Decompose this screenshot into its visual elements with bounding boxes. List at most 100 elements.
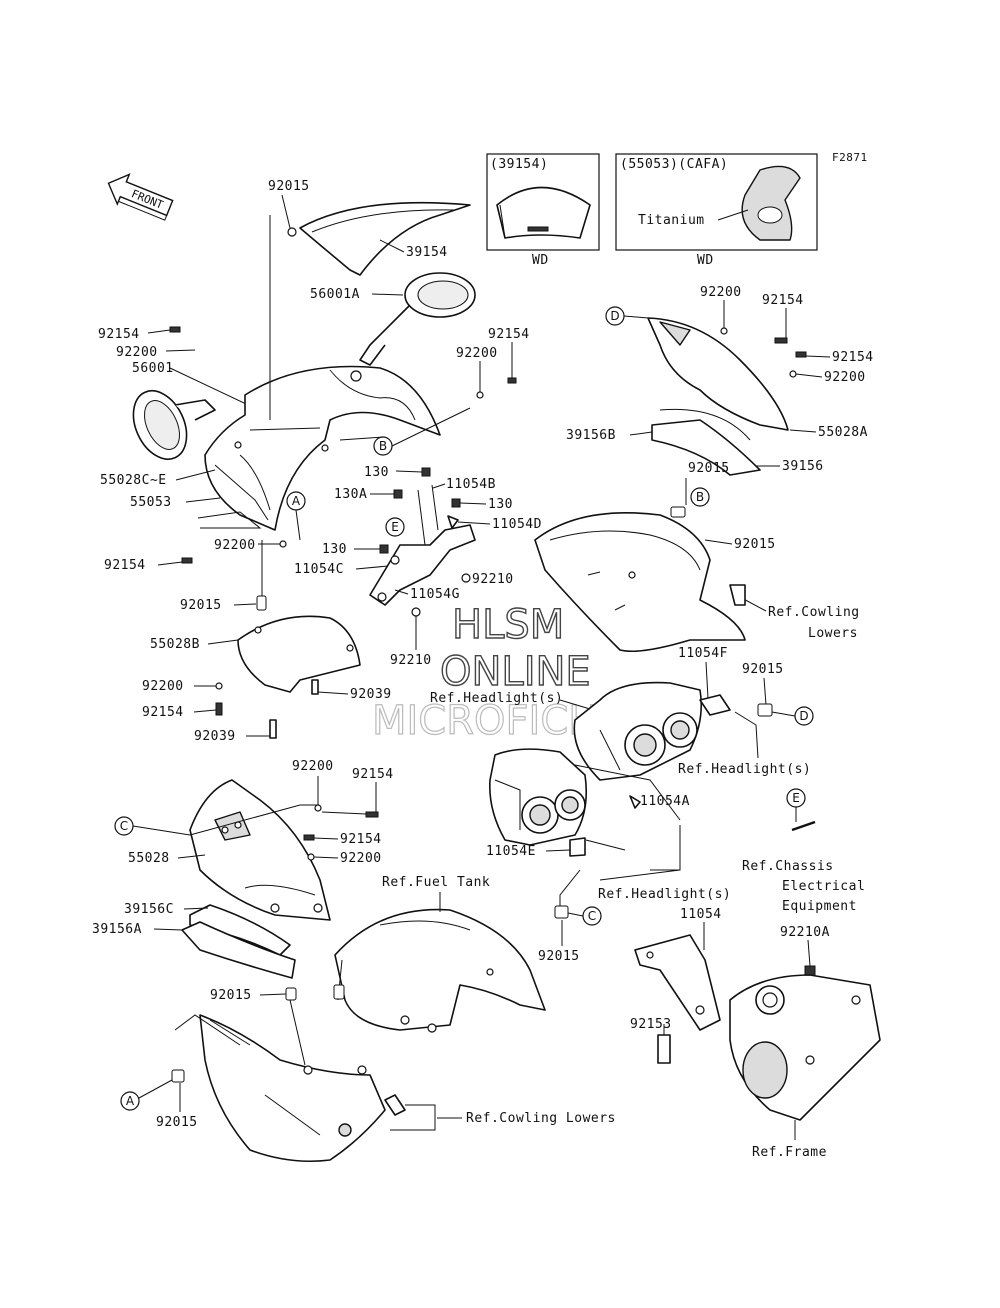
label-92153: 92153 bbox=[630, 1017, 672, 1032]
label-39154: 39154 bbox=[406, 245, 448, 260]
ref-headlight-1: Ref.Headlight(s) bbox=[430, 691, 563, 706]
inset-cowl-box: (55053)(CAFA) Titanium WD bbox=[615, 153, 818, 268]
callout-b-upper-text: B bbox=[379, 439, 387, 453]
label-92015-c: 92015 bbox=[538, 949, 580, 964]
mirror-56001 bbox=[132, 390, 216, 460]
label-39156a: 39156A bbox=[92, 922, 142, 937]
label-92015-b2: 92015 bbox=[156, 1115, 198, 1130]
label-92154-r1: 92154 bbox=[762, 293, 804, 308]
label-11054b: 11054B bbox=[446, 477, 496, 492]
label-11054f: 11054F bbox=[678, 646, 728, 661]
side-fairing-lower-left bbox=[199, 1014, 386, 1163]
headlight-unit-lower bbox=[488, 748, 588, 846]
ref-chassis-2: Electrical bbox=[782, 879, 865, 894]
inset-cowl-title: (55053)(CAFA) bbox=[620, 157, 728, 172]
label-92015-l: 92015 bbox=[180, 598, 222, 613]
watermark-line2: ONLINE bbox=[440, 649, 591, 695]
headlight-unit-upper bbox=[573, 681, 703, 781]
label-11054c: 11054C bbox=[294, 562, 344, 577]
callout-c-middle-text: C bbox=[588, 909, 596, 923]
label-92039-b: 92039 bbox=[194, 729, 236, 744]
label-92154-b1: 92154 bbox=[352, 767, 394, 782]
callout-b-right bbox=[690, 487, 710, 507]
ref-cowling-lowers-1b: Lowers bbox=[808, 626, 858, 641]
label-56001a: 56001A bbox=[310, 287, 360, 302]
label-39156: 39156 bbox=[782, 459, 824, 474]
label-92200-l1: 92200 bbox=[116, 345, 158, 360]
callout-c-left-text: C bbox=[120, 819, 128, 833]
label-92200-l3: 92200 bbox=[142, 679, 184, 694]
mirror-56001a bbox=[359, 272, 476, 366]
label-92200-c1: 92200 bbox=[456, 346, 498, 361]
callout-a-lower bbox=[120, 1091, 140, 1111]
label-56001: 56001 bbox=[132, 361, 174, 376]
label-92154-c1: 92154 bbox=[488, 327, 530, 342]
label-92154-l3: 92154 bbox=[142, 705, 184, 720]
bracket-11054 bbox=[634, 934, 721, 1031]
callout-d-upper-text: D bbox=[610, 309, 619, 323]
panel-39156a bbox=[181, 921, 296, 979]
fuel-tank-cover bbox=[334, 908, 546, 1033]
ref-chassis-3: Equipment bbox=[782, 899, 857, 914]
ref-cowling-lowers-2: Ref.Cowling Lowers bbox=[466, 1111, 616, 1126]
inner-panel-55028b bbox=[237, 615, 361, 693]
label-92015-b1: 92015 bbox=[210, 988, 252, 1003]
ref-fuel-tank: Ref.Fuel Tank bbox=[382, 875, 490, 890]
front-arrow-icon: FRONT bbox=[107, 173, 174, 221]
frame-section bbox=[729, 974, 881, 1121]
callout-d-right-text: D bbox=[799, 709, 808, 723]
label-55028b: 55028B bbox=[150, 637, 200, 652]
callout-a-lower-text: A bbox=[126, 1094, 135, 1108]
label-92154-b2: 92154 bbox=[340, 832, 382, 847]
label-92039-a: 92039 bbox=[350, 687, 392, 702]
label-130a: 130A bbox=[334, 487, 367, 502]
label-11054a: 11054A bbox=[640, 794, 690, 809]
label-92154-l1: 92154 bbox=[98, 327, 140, 342]
callout-e-right-text: E bbox=[792, 791, 800, 805]
callout-b-right-text: B bbox=[696, 490, 704, 504]
label-55028: 55028 bbox=[128, 851, 170, 866]
side-fairing-right bbox=[534, 512, 746, 653]
label-39156c: 39156C bbox=[124, 902, 174, 917]
ref-headlight-2: Ref.Headlight(s) bbox=[678, 762, 811, 777]
inset-cowl-label: Titanium bbox=[638, 213, 705, 228]
label-92015-top: 92015 bbox=[268, 179, 310, 194]
callout-e-left bbox=[385, 517, 405, 537]
label-130-a: 130 bbox=[364, 465, 389, 480]
label-92015-r3: 92015 bbox=[742, 662, 784, 677]
label-11054g: 11054G bbox=[410, 587, 460, 602]
label-92210-a: 92210 bbox=[472, 572, 514, 587]
label-55028ce: 55028C~E bbox=[100, 473, 167, 488]
label-92015-r2: 92015 bbox=[734, 537, 776, 552]
stay-bracket-11054g bbox=[369, 484, 476, 606]
figure-code: F2871 bbox=[832, 151, 868, 164]
label-92200-r1: 92200 bbox=[700, 285, 742, 300]
label-11054d: 11054D bbox=[492, 517, 542, 532]
watermark-line1: HLSM bbox=[452, 602, 564, 648]
label-130-b: 130 bbox=[488, 497, 513, 512]
label-11054: 11054 bbox=[680, 907, 722, 922]
label-92154-l2: 92154 bbox=[104, 558, 146, 573]
label-55053: 55053 bbox=[130, 495, 172, 510]
label-11054e: 11054E bbox=[486, 844, 536, 859]
ref-frame: Ref.Frame bbox=[752, 1145, 827, 1160]
upper-cowl-55053 bbox=[204, 365, 441, 531]
callout-a-upper-text: A bbox=[292, 494, 301, 508]
inset-windshield-title: (39154) bbox=[490, 157, 548, 172]
ref-cowling-lowers-1a: Ref.Cowling bbox=[768, 605, 860, 620]
ref-chassis-1: Ref.Chassis bbox=[742, 859, 834, 874]
windshield-39154 bbox=[287, 201, 471, 276]
inset-windshield-note: WD bbox=[532, 253, 549, 268]
ref-headlight-3: Ref.Headlight(s) bbox=[598, 887, 731, 902]
label-92200-b1: 92200 bbox=[292, 759, 334, 774]
label-92015-r1: 92015 bbox=[688, 461, 730, 476]
label-92200-b2: 92200 bbox=[340, 851, 382, 866]
label-130-c: 130 bbox=[322, 542, 347, 557]
label-92210-b: 92210 bbox=[390, 653, 432, 668]
label-39156b: 39156B bbox=[566, 428, 616, 443]
label-55028a: 55028A bbox=[818, 425, 868, 440]
panel-39156b bbox=[651, 408, 761, 476]
inset-cowl-note: WD bbox=[697, 253, 714, 268]
label-92210a: 92210A bbox=[780, 925, 830, 940]
label-92200-l2: 92200 bbox=[214, 538, 256, 553]
